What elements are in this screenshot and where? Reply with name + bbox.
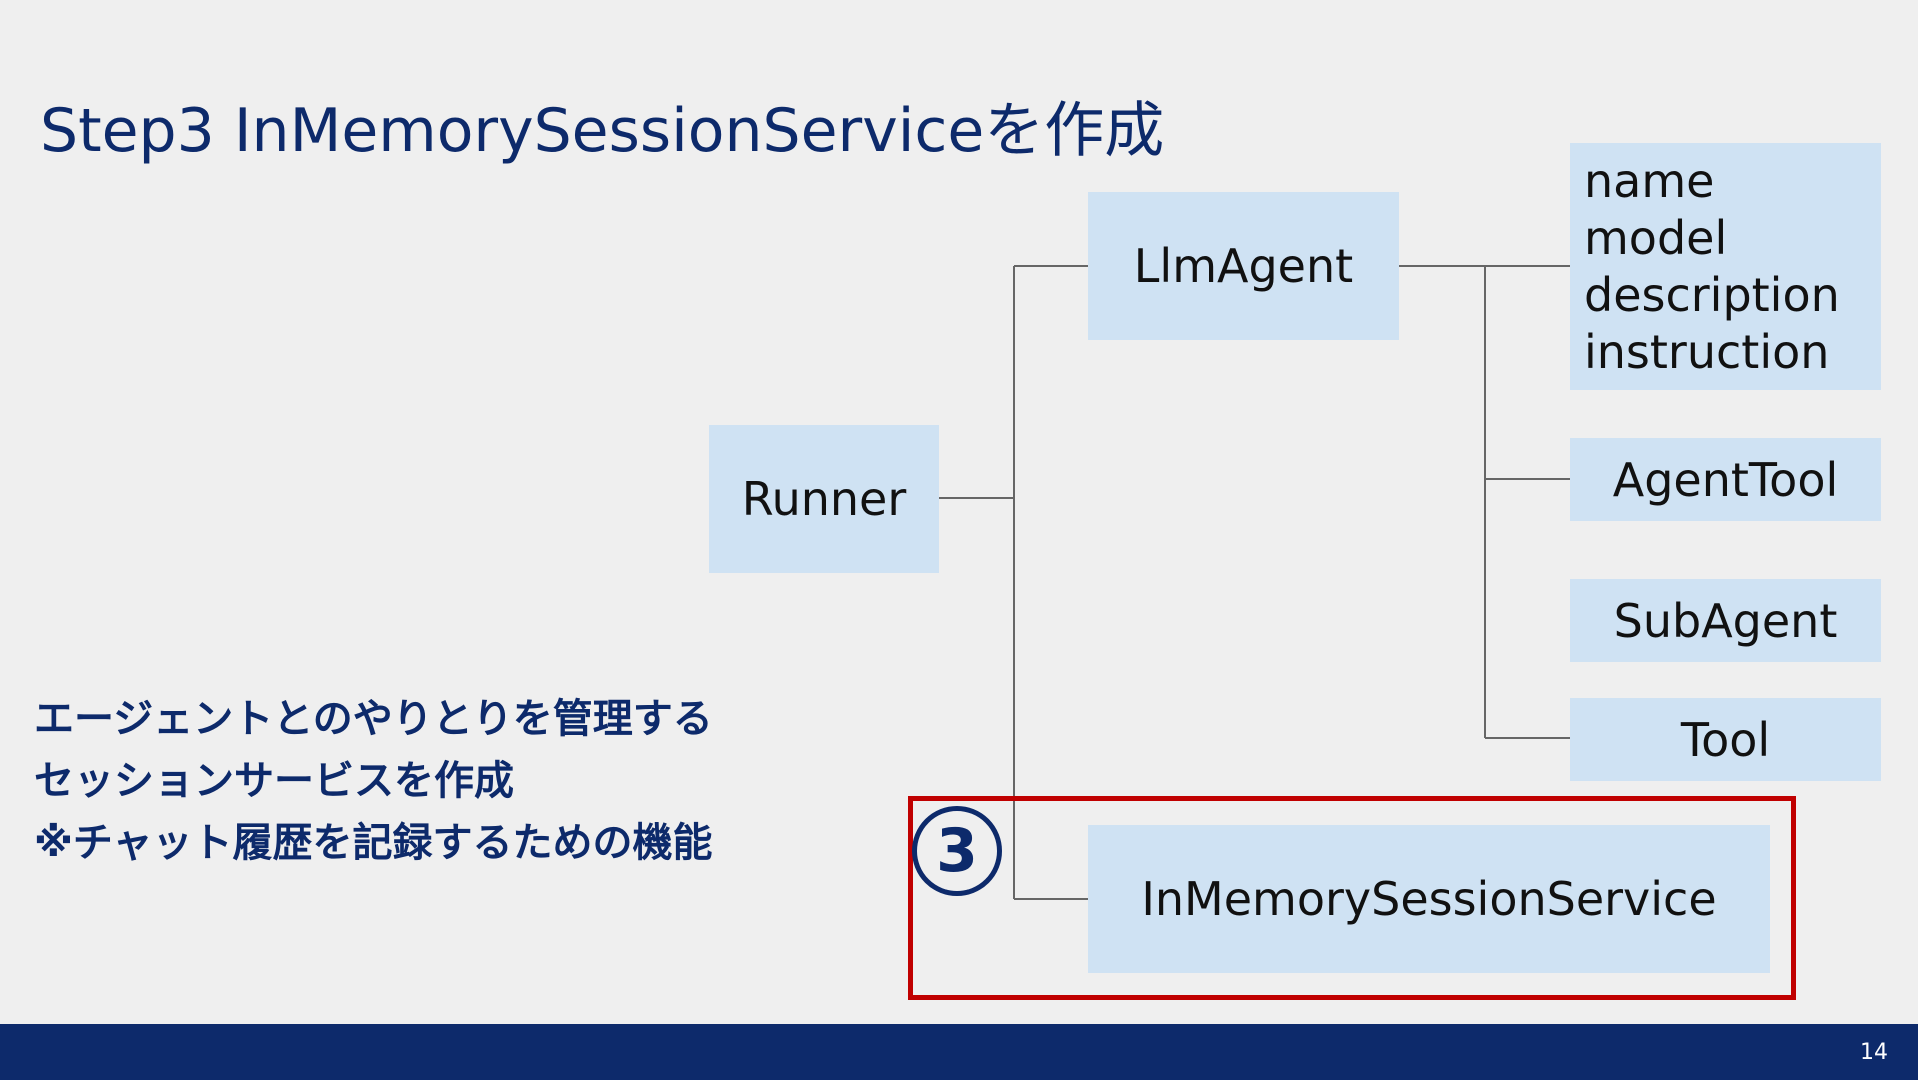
highlight-frame — [908, 796, 1796, 1000]
runner-box: Runner — [709, 425, 939, 573]
description-line-3: ※チャット履歴を記録するための機能 — [34, 820, 713, 866]
step-number-badge: 3 — [912, 806, 1002, 896]
session-service-box: InMemorySessionService — [1088, 825, 1770, 973]
property-model: model — [1584, 210, 1728, 265]
page-number: 14 — [1860, 1040, 1888, 1065]
property-name: name — [1584, 153, 1715, 208]
step-number-label: 3 — [936, 816, 978, 886]
description-line-2: セッションサービスを作成 — [34, 758, 514, 804]
runner-label: Runner — [741, 472, 907, 526]
property-instruction: instruction — [1584, 324, 1830, 379]
sub-agent-box: SubAgent — [1570, 579, 1881, 662]
slide-title: Step3 InMemorySessionServiceを作成 — [40, 96, 1165, 166]
agent-tool-box: AgentTool — [1570, 438, 1881, 521]
property-description: description — [1584, 267, 1840, 322]
sub-agent-label: SubAgent — [1613, 593, 1838, 648]
agent-tool-label: AgentTool — [1612, 452, 1839, 507]
description-text: エージェントとのやりとりを管理する セッションサービスを作成 ※チャット履歴を記… — [34, 688, 713, 874]
llm-agent-box: LlmAgent — [1088, 192, 1399, 340]
properties-box: name model description instruction — [1570, 143, 1881, 390]
tool-label: Tool — [1680, 712, 1771, 767]
description-line-1: エージェントとのやりとりを管理する — [34, 696, 713, 742]
footer-bar: 14 — [0, 1024, 1918, 1080]
tool-box: Tool — [1570, 698, 1881, 781]
llm-agent-label: LlmAgent — [1133, 239, 1354, 293]
session-service-label: InMemorySessionService — [1141, 872, 1717, 926]
